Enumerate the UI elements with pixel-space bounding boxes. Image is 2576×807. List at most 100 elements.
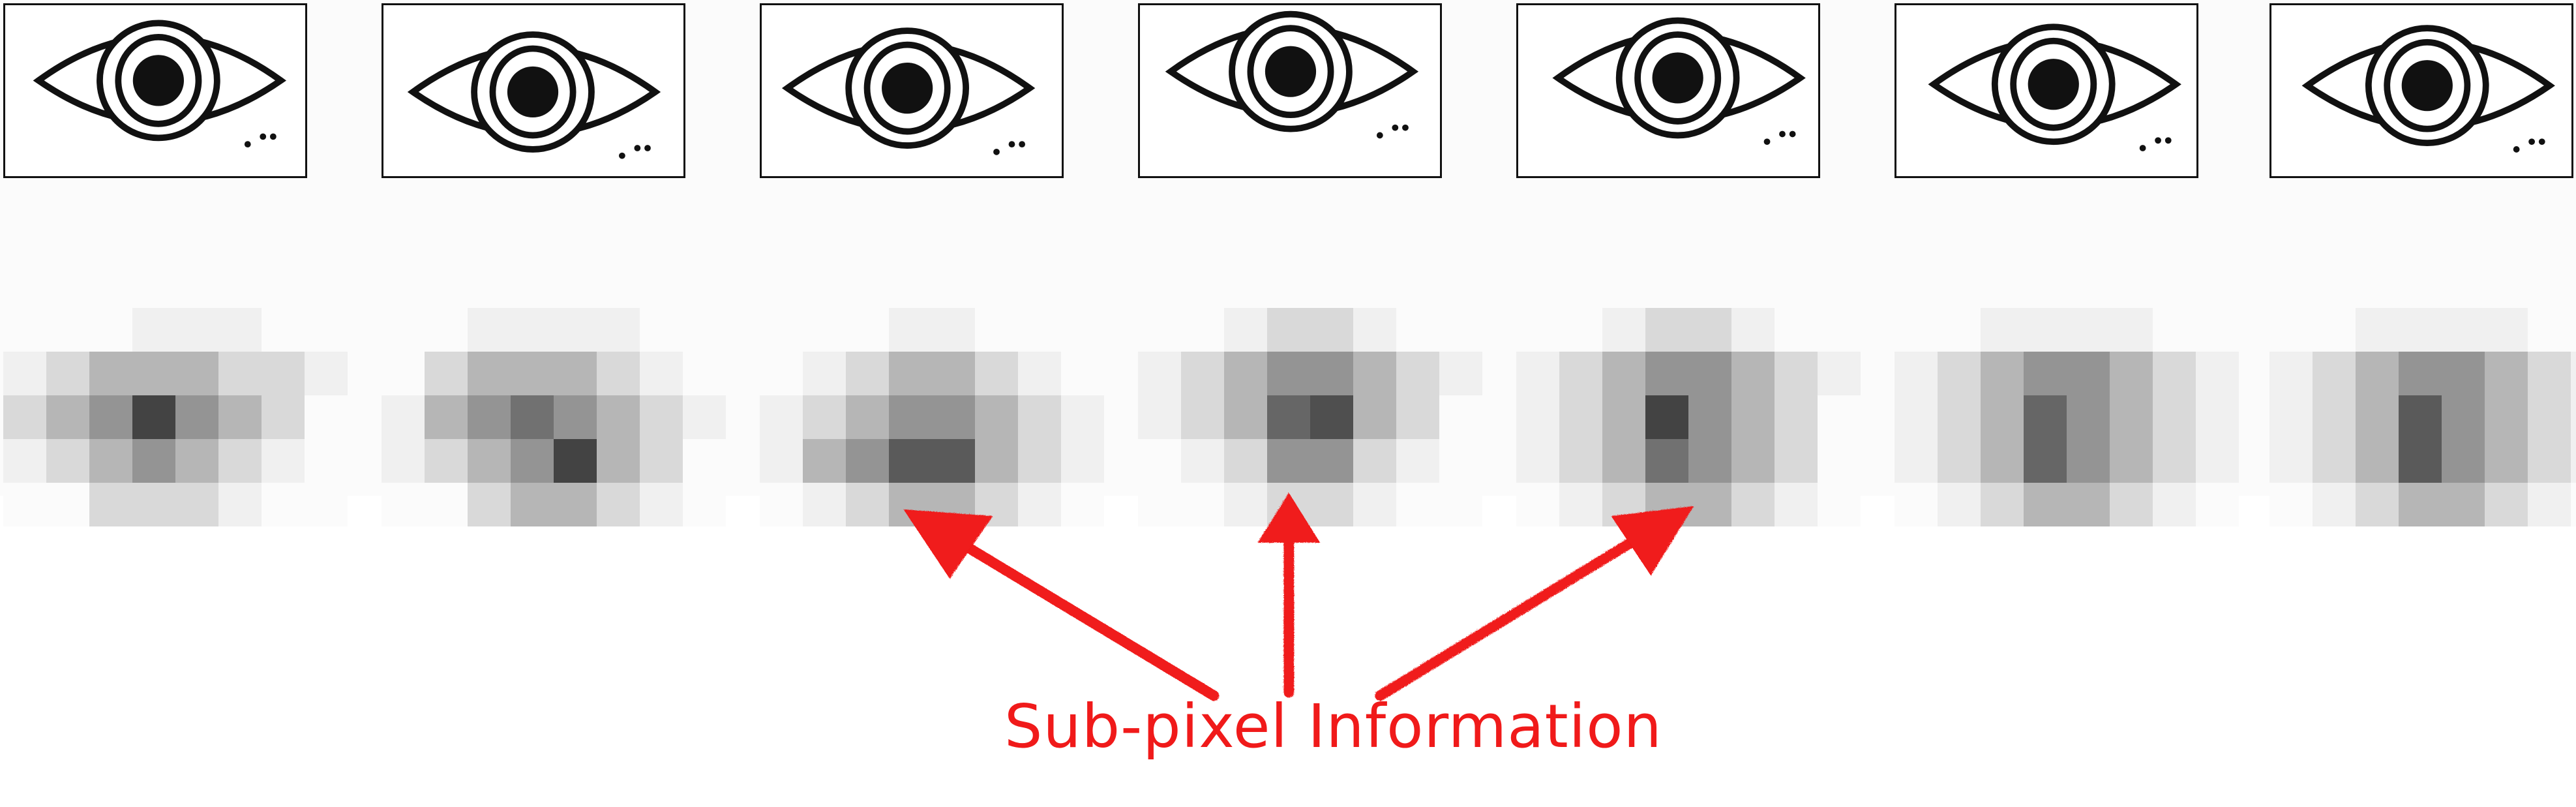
pixel-cell	[218, 308, 262, 352]
pixel-cell	[2571, 308, 2576, 352]
pixel-cell	[683, 439, 726, 483]
pixel-cell	[1267, 308, 1310, 352]
pixel-cell	[640, 395, 683, 439]
pixel-cell	[511, 483, 554, 526]
pixel-cell	[554, 352, 597, 395]
pixel-cell	[1310, 439, 1353, 483]
pixel-cell	[1181, 308, 1224, 352]
pixel-cell	[1645, 352, 1688, 395]
pixel-cell	[1439, 352, 1482, 395]
pixel-cell	[803, 352, 846, 395]
pixel-cell	[1061, 352, 1104, 395]
pixel-cell	[305, 308, 348, 352]
eye-frame-7	[2269, 3, 2573, 178]
pixel-cell	[1895, 395, 1938, 439]
pixel-cell	[1396, 439, 1439, 483]
pixel-cell	[1559, 483, 1602, 526]
pixel-cell	[2196, 483, 2239, 526]
pixel-cell	[3, 439, 46, 483]
pixel-cell	[1018, 439, 1061, 483]
pixel-cell	[1818, 352, 1861, 395]
pixel-cell	[1516, 308, 1559, 352]
pixel-cell	[1353, 395, 1396, 439]
pixel-cell	[218, 483, 262, 526]
pixel-cell	[2571, 439, 2576, 483]
pixel-cell	[1138, 395, 1181, 439]
pixel-cell	[1018, 352, 1061, 395]
pixel-cell	[889, 395, 932, 439]
pixel-cell	[1138, 483, 1181, 526]
pixel-cell	[2110, 439, 2153, 483]
pixel-cell	[760, 395, 803, 439]
pixel-cell	[2110, 395, 2153, 439]
pixel-cell	[1775, 352, 1818, 395]
eye-frame-1	[3, 3, 307, 178]
low-res-frame-7	[2269, 308, 2576, 526]
pixel-cell	[1138, 352, 1181, 395]
pixel-cell	[2485, 395, 2528, 439]
pixel-cell	[554, 308, 597, 352]
pixel-cell	[1981, 439, 2024, 483]
pixel-cell	[2110, 352, 2153, 395]
pixel-cell	[2528, 439, 2571, 483]
eye-icon	[33, 20, 287, 148]
pixel-cell	[262, 395, 305, 439]
pixel-cell	[511, 308, 554, 352]
pixel-cell	[2528, 395, 2571, 439]
pixel-cell	[1267, 439, 1310, 483]
pixel-cell	[425, 308, 468, 352]
pixel-cell	[468, 439, 511, 483]
pixel-cell	[1267, 395, 1310, 439]
pixel-cell	[683, 308, 726, 352]
pixel-cell	[2442, 352, 2485, 395]
pixel-cell	[1895, 308, 1938, 352]
pixel-cell	[132, 308, 175, 352]
caption-subpixel-information: Sub-pixel Information	[1004, 692, 1662, 761]
pixel-cell	[46, 308, 89, 352]
pixel-cell	[89, 439, 132, 483]
pixel-cell	[2153, 439, 2196, 483]
pixel-cell	[597, 352, 640, 395]
pixel-cell	[262, 439, 305, 483]
pixel-cell	[218, 439, 262, 483]
eye-icon	[1552, 17, 1806, 145]
pixel-cell	[1224, 308, 1267, 352]
arrow-left	[903, 508, 1218, 700]
pixel-cell	[1018, 308, 1061, 352]
pixel-cell	[218, 395, 262, 439]
pixel-cell	[1310, 352, 1353, 395]
pixel-cell	[2024, 395, 2067, 439]
pixel-cell	[760, 483, 803, 526]
pixel-cell	[889, 308, 932, 352]
pixel-cell	[597, 439, 640, 483]
pixel-cell	[3, 483, 46, 526]
pixel-cell	[554, 395, 597, 439]
pixel-cell	[1938, 439, 1981, 483]
pixel-cell	[1559, 395, 1602, 439]
pixel-cell	[1353, 439, 1396, 483]
pixel-cell	[1688, 308, 1731, 352]
pixel-cell	[1938, 308, 1981, 352]
pixel-cell	[1775, 308, 1818, 352]
pixel-cell	[2196, 352, 2239, 395]
pixel-cell	[1310, 308, 1353, 352]
pixel-cell	[1018, 395, 1061, 439]
pixel-cell	[262, 352, 305, 395]
pixel-cell	[932, 439, 975, 483]
pixel-cell	[1688, 352, 1731, 395]
low-res-frame-3	[760, 308, 1104, 526]
arrow-center	[1257, 492, 1319, 697]
pixel-cell	[2528, 352, 2571, 395]
pixel-cell	[1353, 352, 1396, 395]
pixel-cell	[305, 395, 348, 439]
pixel-cell	[262, 483, 305, 526]
pixel-cell	[2269, 395, 2313, 439]
pixel-cell	[2356, 483, 2399, 526]
pixel-cell	[2269, 483, 2313, 526]
pixel-cell	[1559, 308, 1602, 352]
arrow-right	[1374, 505, 1693, 700]
pixel-cell	[1775, 483, 1818, 526]
pixel-cell	[425, 483, 468, 526]
pixel-cell	[1731, 308, 1775, 352]
